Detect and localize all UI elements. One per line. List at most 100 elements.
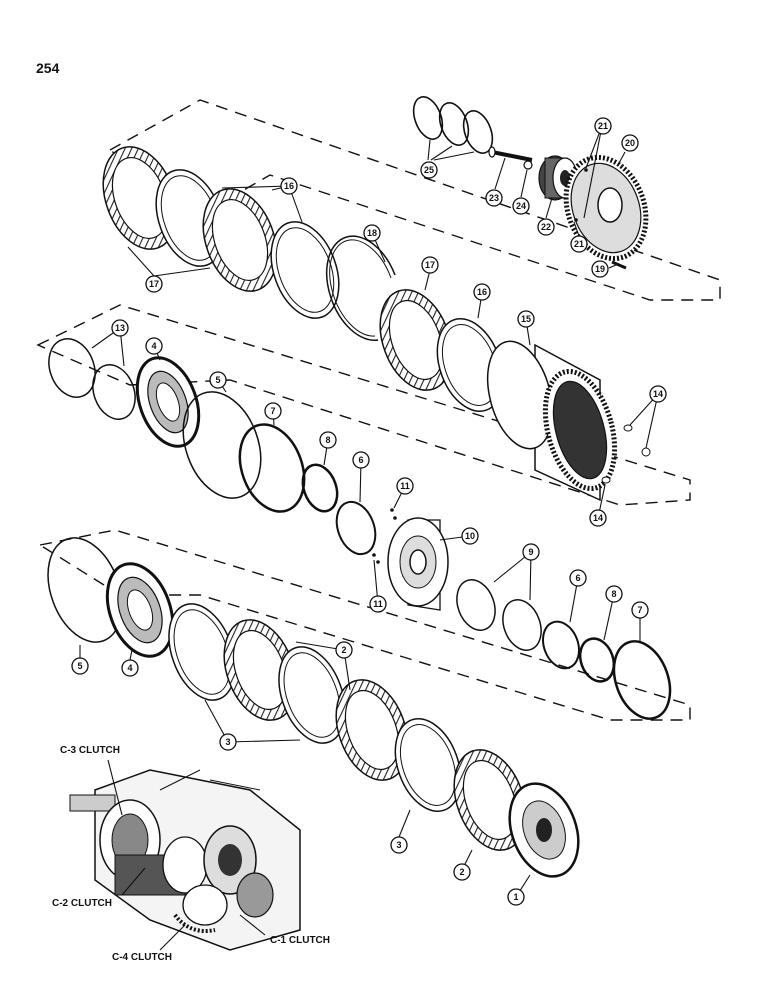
ring-6-middle — [335, 500, 377, 556]
callout-17-right: 17 — [421, 256, 439, 274]
callout-14-bottom: 14 — [589, 509, 607, 527]
ball-14b — [641, 447, 651, 457]
pressure-plate-1 — [508, 782, 580, 878]
callout-number: 20 — [625, 138, 635, 148]
friction-disc-2b — [335, 679, 409, 781]
clutch-drum-15 — [486, 340, 618, 502]
hub-22 — [538, 155, 578, 201]
ring-9b — [502, 599, 542, 651]
piston-4-middle — [135, 356, 201, 448]
sealing-rings-25 — [412, 96, 494, 154]
callout-4-middle: 4 — [145, 337, 163, 355]
callout-number: 7 — [637, 605, 642, 615]
callout-number: 3 — [396, 840, 401, 850]
callout-number: 5 — [77, 661, 82, 671]
seal-7-middle — [238, 423, 306, 513]
seal-7-right — [612, 640, 672, 720]
callout-number: 7 — [270, 406, 275, 416]
callout-8-middle: 8 — [319, 431, 337, 449]
friction-disc-17a — [102, 146, 178, 250]
ball-11b — [393, 516, 397, 520]
pin-21a — [584, 168, 588, 172]
snap-ring-18 — [326, 235, 396, 342]
callout-number: 11 — [373, 599, 383, 609]
friction-disc-17c — [379, 289, 453, 391]
ball-14c — [601, 476, 611, 484]
callout-23: 23 — [485, 189, 503, 207]
callout-number: 2 — [459, 867, 464, 877]
callout-21-bottom: 21 — [570, 235, 588, 253]
callout-number: 10 — [465, 531, 475, 541]
piston-4-lower — [105, 562, 175, 658]
callout-3-right: 3 — [390, 836, 408, 854]
callout-13: 13 — [111, 319, 129, 337]
callout-number: 18 — [367, 228, 377, 238]
callout-6-middle: 6 — [352, 451, 370, 469]
callout-number: 14 — [653, 389, 663, 399]
callout-16-right: 16 — [473, 283, 491, 301]
sealing-ring-13a — [48, 338, 96, 398]
seal-5-middle — [182, 391, 262, 499]
callout-number: 3 — [225, 737, 230, 747]
callout-3-left: 3 — [219, 733, 237, 751]
friction-disc-2a — [223, 619, 297, 721]
callout-number: 8 — [611, 589, 616, 599]
callout-14-top: 14 — [649, 385, 667, 403]
bolt-23 — [488, 146, 533, 162]
callout-number: 14 — [593, 513, 603, 523]
callout-16-top: 16 — [280, 177, 298, 195]
callout-11-top: 11 — [396, 477, 414, 495]
callout-number: 21 — [598, 121, 608, 131]
callout-2-bottom: 2 — [453, 863, 471, 881]
callout-number: 22 — [541, 222, 551, 232]
friction-disc-17b — [202, 188, 278, 292]
c4-clutch-label: C-4 CLUTCH — [112, 952, 172, 963]
callout-6-right: 6 — [569, 569, 587, 587]
callout-5-lower: 5 — [71, 657, 89, 675]
callout-4-lower: 4 — [121, 659, 139, 677]
callout-9: 9 — [522, 543, 540, 561]
callout-24: 24 — [512, 197, 530, 215]
ball-11c — [372, 553, 376, 557]
callout-number: 2 — [341, 645, 346, 655]
callout-8-right: 8 — [605, 585, 623, 603]
gear-20 — [563, 154, 649, 262]
ball-11a — [390, 508, 394, 512]
callout-number: 19 — [595, 264, 605, 274]
callout-number: 4 — [151, 341, 156, 351]
callout-number: 11 — [400, 481, 410, 491]
c2-clutch-label: C-2 CLUTCH — [52, 898, 112, 909]
callout-number: 23 — [489, 193, 499, 203]
callout-number: 13 — [115, 323, 125, 333]
c3-clutch-label: C-3 CLUTCH — [60, 745, 120, 756]
callout-10: 10 — [461, 527, 479, 545]
callout-number: 9 — [528, 547, 533, 557]
pin-21b — [574, 218, 578, 222]
callout-number: 5 — [215, 375, 220, 385]
callout-17-left: 17 — [145, 275, 163, 293]
callout-21-top: 21 — [594, 117, 612, 135]
callout-number: 17 — [425, 260, 435, 270]
sealing-ring-13b — [92, 364, 136, 420]
callout-number: 4 — [127, 663, 132, 673]
friction-disc-2c — [453, 749, 527, 851]
callout-5-middle: 5 — [209, 371, 227, 389]
ring-9a — [456, 579, 496, 631]
seal-8-right — [578, 637, 616, 683]
ball-14a — [623, 424, 633, 432]
callout-number: 17 — [149, 279, 159, 289]
transmission-cutaway-inset — [69, 769, 301, 951]
callout-number: 15 — [521, 314, 531, 324]
callout-number: 8 — [325, 435, 330, 445]
callout-number: 21 — [574, 239, 584, 249]
callout-15: 15 — [517, 310, 535, 328]
callout-number: 6 — [358, 455, 363, 465]
clutch-hub-10 — [387, 517, 449, 611]
callout-number: 25 — [424, 165, 434, 175]
callout-number: 1 — [513, 892, 518, 902]
callout-20: 20 — [621, 134, 639, 152]
callout-2-top: 2 — [335, 641, 353, 659]
callout-22: 22 — [537, 218, 555, 236]
washer-24 — [523, 160, 533, 170]
